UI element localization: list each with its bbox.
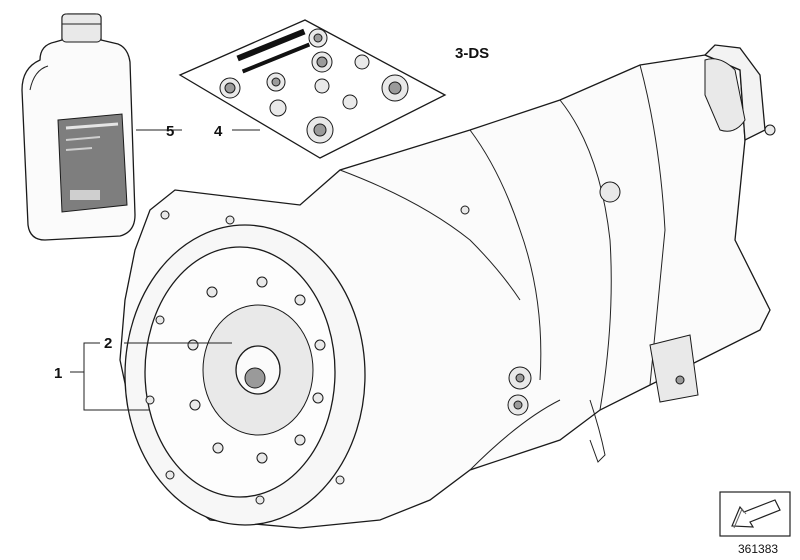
reference-number: 361383 (738, 542, 778, 556)
callout-5: 5 (166, 123, 174, 140)
callout-1: 1 (54, 365, 62, 382)
leader-lines (70, 129, 260, 411)
callout-2: 2 (104, 335, 112, 352)
oil-bottle (21, 13, 136, 241)
seal-kit (178, 19, 447, 159)
direction-arrow-icon (719, 491, 791, 537)
torque-converter (124, 210, 366, 526)
callout-4: 4 (214, 123, 223, 140)
variant-label: 3-DS (455, 45, 489, 62)
